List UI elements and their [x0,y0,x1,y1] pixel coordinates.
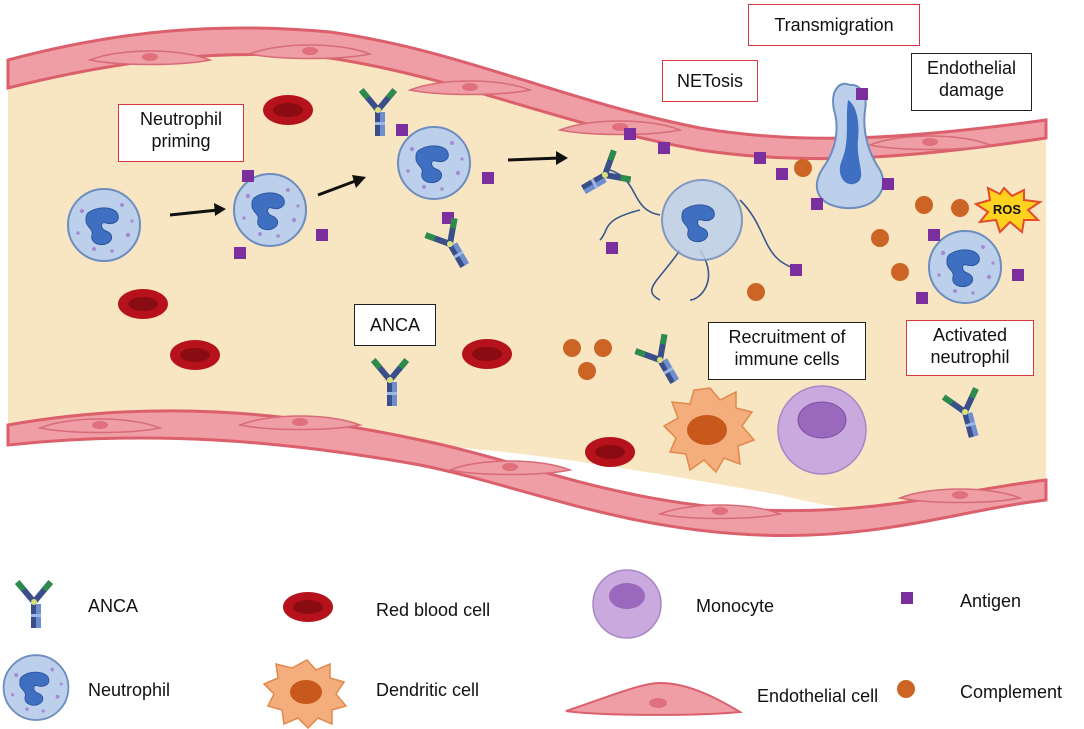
callout-recruitment: Recruitment of immune cells [708,322,866,380]
resting-neutrophil [68,189,140,261]
legend-dendritic-icon [262,659,348,729]
ros-burst: ROS [973,186,1043,234]
callout-activated-neutrophil: Activated neutrophil [906,320,1034,376]
ros-label: ROS [993,202,1022,217]
vessel-lumen [8,44,1046,514]
bottom-vessel-wall [6,409,1048,538]
legend-dendritic-label: Dendritic cell [376,680,480,700]
legend-anca-label: ANCA [88,596,139,616]
legend-monocyte-label: Monocyte [696,596,775,616]
legend-rbc-icon [283,592,333,622]
arrow-3 [507,151,568,165]
callout-netosis: NETosis [662,60,758,102]
callout-transmigration: Transmigration [748,4,920,46]
legend-anca-icon [14,580,54,628]
callout-anca: ANCA [354,304,436,346]
top-vessel-wall [6,26,1048,161]
callout-endothelial-damage: Endothelial damage [911,53,1032,111]
legend-monocyte-icon [592,569,662,639]
legend-antigen-icon [901,592,913,604]
legend-neutrophil-icon [4,655,69,720]
legend-rbc-label: Red blood cell [376,600,491,620]
legend-icons [4,569,915,729]
monocyte [777,385,867,475]
legend-neutrophil-label: Neutrophil [88,680,171,700]
arrow-2 [317,175,366,197]
legend-antigen-label: Antigen [960,591,1022,611]
legend-endothelial-icon [565,681,744,716]
netosis-neutrophil [572,128,802,301]
legend-endothelial-label: Endothelial cell [757,686,879,706]
legend-complement-icon [897,680,915,698]
legend-complement-label: Complement [960,682,1063,702]
dendritic-cell [662,387,756,474]
transmigrating-neutrophil [811,82,894,210]
callout-neutrophil-priming: Neutrophil priming [118,104,244,162]
arrow-1 [169,203,226,217]
